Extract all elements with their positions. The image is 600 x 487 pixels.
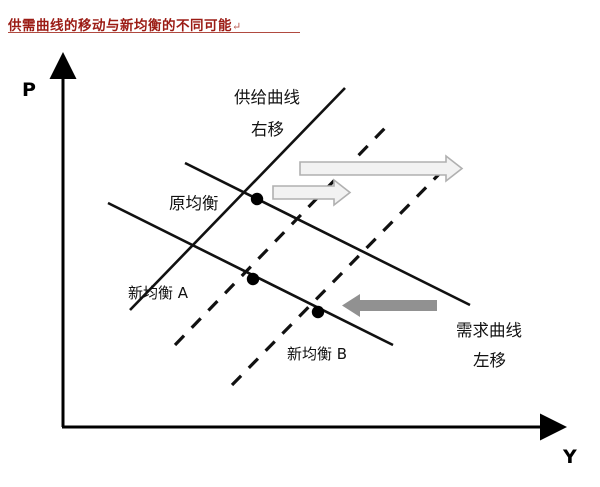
equilibrium-points-group xyxy=(246,192,325,319)
page-title-text: 供需曲线的移动与新均衡的不同可能 xyxy=(8,18,232,34)
axes-group: P Y xyxy=(22,52,577,468)
title-underline xyxy=(8,32,300,33)
supply-shift-arrow-short-shape xyxy=(272,178,352,207)
new-equilibrium-a-label: 新均衡 A xyxy=(128,284,189,302)
original-equilibrium-point xyxy=(250,192,264,206)
demand-shift-note-line2: 左移 xyxy=(473,351,506,370)
supply-shift-arrow-short xyxy=(272,178,352,207)
demand-shift-note: 需求曲线 左移 xyxy=(456,321,522,370)
page-title: 供需曲线的移动与新均衡的不同可能↵ xyxy=(8,14,242,34)
original-equilibrium-label: 原均衡 xyxy=(169,194,219,213)
supply-shift-note-line2: 右移 xyxy=(251,120,284,139)
demand-shift-note-line1: 需求曲线 xyxy=(456,321,522,340)
new-equilibrium-b-label: 新均衡 B xyxy=(287,345,347,363)
original-demand-curve xyxy=(184,161,471,307)
supply-shift-arrow-long xyxy=(299,154,464,183)
new-equilibrium-b-point xyxy=(311,305,325,319)
supply-shift-note-line1: 供给曲线 xyxy=(234,88,300,107)
demand-shift-arrow xyxy=(342,294,437,317)
new-equilibrium-a-point xyxy=(246,272,260,286)
shifted-supply-curve-2 xyxy=(230,161,452,387)
paragraph-mark-icon: ↵ xyxy=(232,20,242,33)
y-axis-label: P xyxy=(22,79,36,101)
original-supply-curve xyxy=(129,87,346,311)
demand-shift-arrow-shape xyxy=(342,294,437,317)
supply-shift-arrow-long-shape xyxy=(299,154,464,183)
x-axis-label: Y xyxy=(562,446,577,468)
supply-shift-note: 供给曲线 右移 xyxy=(234,88,300,139)
